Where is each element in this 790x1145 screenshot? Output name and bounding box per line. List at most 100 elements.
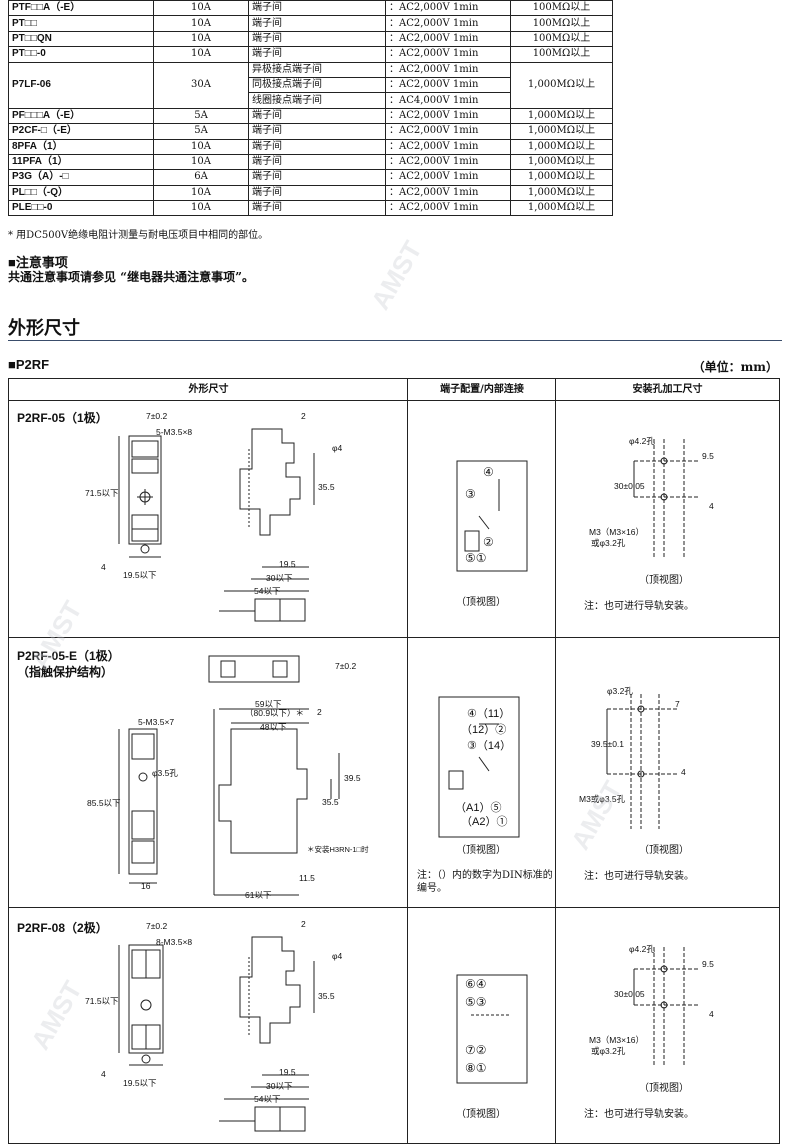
spec-insulation: 1,000MΩ以上 bbox=[510, 184, 613, 202]
spec-insulation: 1,000MΩ以上 bbox=[510, 61, 613, 109]
p2rf-08-drawing bbox=[118, 936, 315, 1132]
terminal-label: ④ bbox=[483, 465, 494, 479]
spec-voltage: ：AC2,000V 1min bbox=[385, 123, 511, 140]
mount-note: 注：也可进行导轨安装。 bbox=[584, 601, 694, 612]
terminal-label: ④（11） bbox=[467, 708, 511, 720]
row-divider-2 bbox=[9, 907, 779, 908]
header-terminals: 端子配置/内部连接 bbox=[408, 379, 556, 401]
dim-label: M3（M3×16） bbox=[589, 1035, 645, 1045]
dim-label: 或φ3.2孔 bbox=[591, 1046, 626, 1056]
spec-voltage: ：AC2,000V 1min bbox=[385, 61, 511, 78]
mount-view-caption: （顶视图） bbox=[639, 1083, 689, 1094]
spec-model: 11PFA（1） bbox=[8, 153, 154, 171]
dim-label: φ4.2孔 bbox=[629, 436, 655, 446]
spec-insulation: 100MΩ以上 bbox=[510, 30, 613, 48]
dim-label: 39.5 bbox=[344, 773, 361, 783]
spec-insulation: 1,000MΩ以上 bbox=[510, 169, 613, 186]
dim-label: φ3.2孔 bbox=[607, 686, 633, 696]
dim-label: 85.5以下 bbox=[87, 798, 121, 808]
p2rf-05-drawing bbox=[118, 428, 315, 622]
model-p2rf-05: P2RF-05（1极） bbox=[17, 411, 108, 425]
terminal-label: ③ bbox=[465, 487, 476, 501]
spec-voltage: ：AC2,000V 1min bbox=[385, 76, 511, 94]
dim-label: 9.5 bbox=[702, 451, 714, 461]
section-title: 外形尺寸 bbox=[8, 318, 80, 339]
dim-label: 4 bbox=[709, 1009, 714, 1019]
dim-label: 7±0.2 bbox=[146, 921, 168, 931]
dim-label: 35.5 bbox=[322, 797, 339, 807]
terminal-label: ⑧① bbox=[465, 1061, 487, 1075]
header-mounting: 安装孔加工尺寸 bbox=[556, 379, 779, 401]
dim-label: 19.5 bbox=[279, 1067, 296, 1077]
dim-label: 71.5以下 bbox=[85, 488, 119, 498]
dim-label: ＊安装H3RN-1□时 bbox=[307, 845, 369, 854]
col-divider-1 bbox=[407, 379, 408, 1143]
precautions-heading: ■注意事项 bbox=[8, 255, 68, 270]
dim-label: 4 bbox=[709, 501, 714, 511]
p2rf-05-e-drawing bbox=[118, 655, 340, 896]
mount-view-caption: （顶视图） bbox=[639, 575, 689, 586]
dim-label: M3（M3×16） bbox=[589, 527, 645, 537]
spec-model: PT□□ bbox=[8, 15, 154, 32]
dim-label: φ4 bbox=[332, 951, 343, 961]
spec-insulation: 100MΩ以上 bbox=[510, 15, 613, 32]
spec-between: 端子间 bbox=[248, 138, 386, 155]
spec-between: 端子间 bbox=[248, 184, 386, 202]
spec-model: P7LF-06 bbox=[8, 61, 154, 109]
spec-current: 10A bbox=[153, 153, 249, 171]
spec-model: P2CF-□（-E） bbox=[8, 123, 154, 140]
spec-model: PL□□（-Q） bbox=[8, 184, 154, 202]
spec-between: 端子间 bbox=[248, 15, 386, 32]
terminal-label: （A1）⑤ bbox=[455, 802, 502, 814]
spec-voltage: ：AC4,000V 1min bbox=[385, 92, 511, 109]
top-view-caption: （顶视图） bbox=[456, 845, 506, 856]
dim-label: 7±0.2 bbox=[335, 661, 357, 671]
section-divider bbox=[8, 340, 782, 341]
dim-label: 35.5 bbox=[318, 991, 335, 1001]
spec-between: 端子间 bbox=[248, 153, 386, 171]
spec-insulation: 1,000MΩ以上 bbox=[510, 107, 613, 125]
spec-voltage: ：AC2,000V 1min bbox=[385, 138, 511, 155]
row-divider-1 bbox=[9, 637, 779, 638]
spec-current: 10A bbox=[153, 200, 249, 217]
dim-label: 或φ3.2孔 bbox=[591, 538, 626, 548]
spec-between: 端子间 bbox=[248, 200, 386, 217]
spec-voltage: ：AC2,000V 1min bbox=[385, 153, 511, 171]
spec-model: 8PFA（1） bbox=[8, 138, 154, 155]
terminal-label: （A2）① bbox=[461, 816, 508, 828]
dim-label: 19.5以下 bbox=[123, 1078, 157, 1088]
dim-label: 7±0.2 bbox=[146, 411, 168, 421]
dim-label: （80.9以下）＊ bbox=[245, 708, 305, 718]
mount-note: 注：也可进行导轨安装。 bbox=[584, 871, 694, 882]
terminal-label: ⑤③ bbox=[465, 995, 487, 1009]
footnote: * 用DC500V绝缘电阻计测量与耐电压项目中相同的部位。 bbox=[8, 230, 269, 241]
dim-label: 19.5 bbox=[279, 559, 296, 569]
dimension-grid: 外形尺寸 端子配置/内部连接 安装孔加工尺寸 P2RF-05（1极） 7±0.2… bbox=[8, 378, 780, 1144]
dim-label: 30±0.05 bbox=[614, 989, 645, 999]
terminal-label: ② bbox=[483, 535, 494, 549]
col-divider-2 bbox=[555, 379, 556, 1143]
spec-row: 同极接点端子间：AC2,000V 1min bbox=[9, 76, 613, 94]
model-p2rf-05-e: P2RF-05-E（1极） bbox=[17, 649, 120, 663]
spec-between: 端子间 bbox=[248, 46, 386, 63]
spec-model: P3G（A）-□ bbox=[8, 169, 154, 186]
model-p2rf-05-e-note: （指触保护结构） bbox=[17, 665, 114, 679]
spec-insulation: 100MΩ以上 bbox=[510, 46, 613, 63]
spec-voltage: ：AC2,000V 1min bbox=[385, 0, 511, 17]
spec-voltage: ：AC2,000V 1min bbox=[385, 46, 511, 63]
terminal-label: ⑦② bbox=[465, 1043, 487, 1057]
spec-insulation: 1,000MΩ以上 bbox=[510, 123, 613, 140]
watermark-logo: AMST bbox=[364, 235, 428, 315]
dim-label: 8-M3.5×8 bbox=[156, 937, 193, 947]
spec-voltage: ：AC2,000V 1min bbox=[385, 15, 511, 32]
spec-voltage: ：AC2,000V 1min bbox=[385, 107, 511, 125]
